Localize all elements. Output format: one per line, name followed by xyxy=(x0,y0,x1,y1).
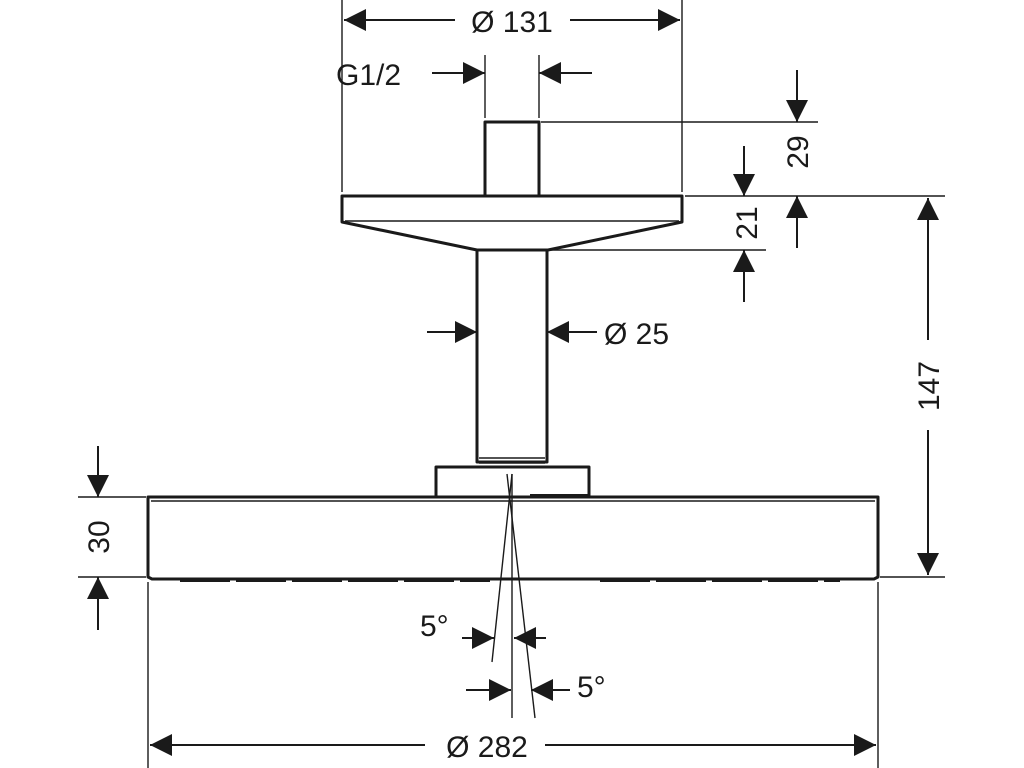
label-inlet-height: 29 xyxy=(782,135,815,168)
dim-tilt-left: 5° xyxy=(420,610,546,649)
shower-head xyxy=(146,495,880,581)
dim-total-height: 147 xyxy=(880,198,946,578)
dim-flange-height: 21 xyxy=(550,146,766,302)
shower-product xyxy=(146,120,880,719)
dim-head-height: 30 xyxy=(78,446,146,630)
label-head-diameter: Ø 282 xyxy=(446,731,528,764)
tilt-line-right xyxy=(506,473,536,719)
dim-thread: G1/2 xyxy=(336,55,592,118)
label-arm-diameter: Ø 25 xyxy=(604,318,669,351)
label-head-height: 30 xyxy=(83,520,116,553)
label-tilt-right: 5° xyxy=(577,671,606,704)
tilt-line-left xyxy=(491,473,513,663)
label-tilt-left: 5° xyxy=(420,610,449,643)
label-top-diameter: Ø 131 xyxy=(471,6,553,39)
dim-arm-diameter: Ø 25 xyxy=(427,318,669,351)
shower-arm xyxy=(475,248,549,464)
label-flange-height: 21 xyxy=(731,206,764,239)
label-total-height: 147 xyxy=(913,361,946,411)
ceiling-flange xyxy=(340,194,684,252)
inlet-stub xyxy=(483,120,541,198)
dim-head-diameter: Ø 282 xyxy=(147,582,879,768)
dim-tilt-right: 5° xyxy=(466,671,606,704)
dim-inlet-height: 29 xyxy=(541,70,945,248)
dim-top-diameter: Ø 131 xyxy=(341,0,683,192)
label-thread: G1/2 xyxy=(336,59,401,92)
